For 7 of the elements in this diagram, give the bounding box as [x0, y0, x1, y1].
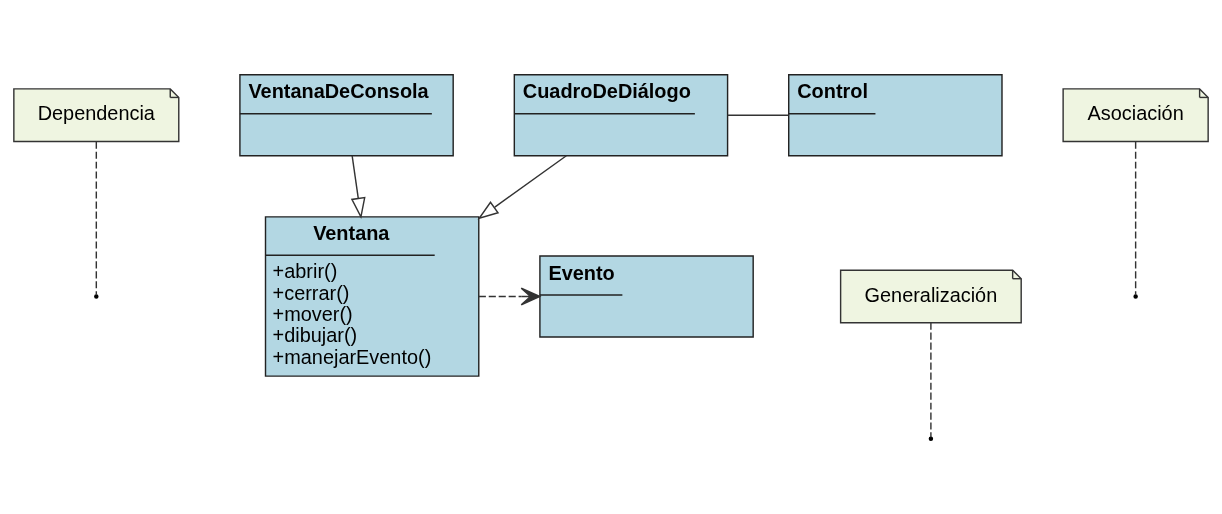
- connector: [95, 140, 97, 295]
- arrow: [477, 154, 568, 219]
- arrow: [478, 286, 541, 305]
- arrow: [350, 154, 366, 219]
- connector: [1134, 140, 1137, 295]
- connector: [726, 114, 790, 116]
- connector: [930, 321, 932, 438]
